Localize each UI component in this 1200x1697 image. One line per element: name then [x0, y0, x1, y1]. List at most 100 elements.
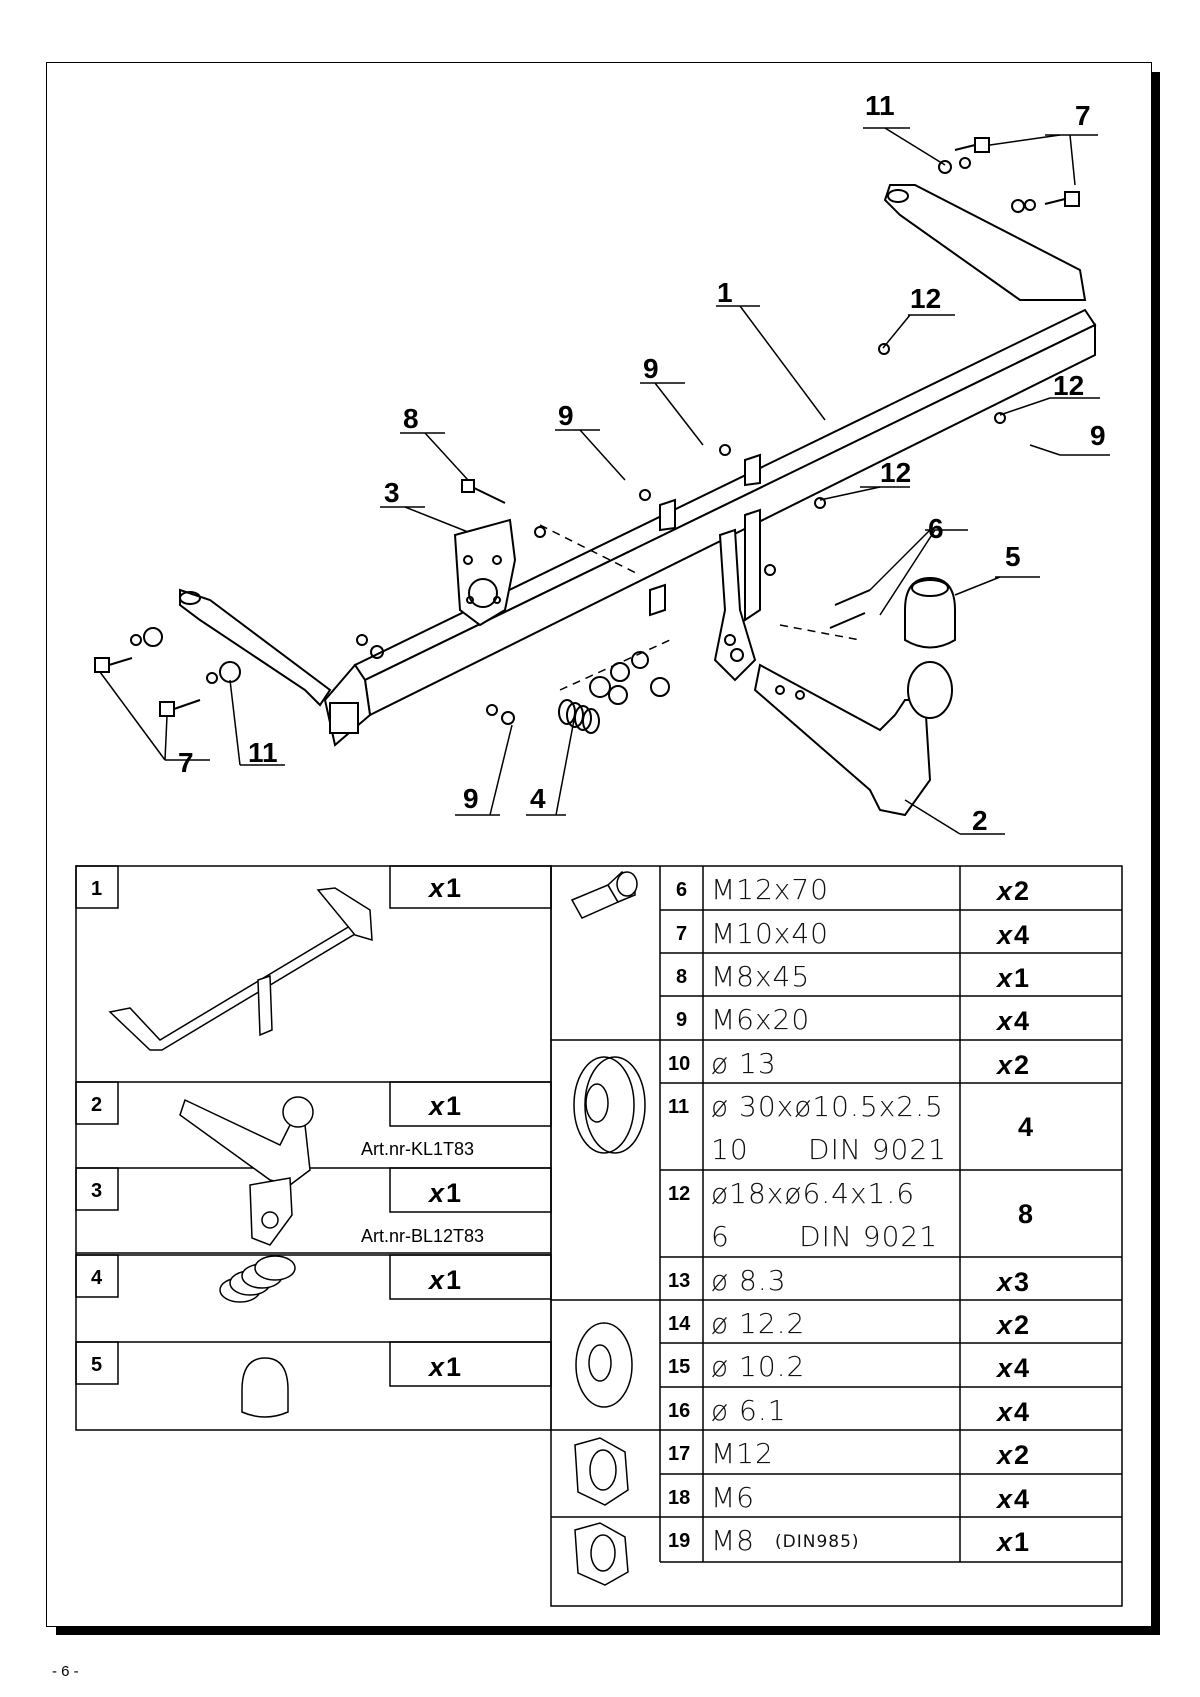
part-qty-prefix: x: [995, 1397, 1013, 1427]
part-qty: 4: [1018, 1112, 1033, 1142]
part-thumbnails-left: [108, 887, 373, 1418]
callout-labels: 11 7 1 12 9 12 8 9 3 9 12 6 5 7 11 9 4 2: [178, 90, 1106, 836]
callout-label: 2: [972, 805, 988, 836]
part-spec: ø 10.2: [711, 1350, 805, 1383]
part-number: 2: [91, 1094, 102, 1116]
part-spec: M12: [711, 1437, 774, 1470]
part-number: 9: [676, 1009, 687, 1031]
part-qty: 4: [1014, 920, 1029, 950]
callout-label: 5: [1005, 541, 1021, 572]
spring-thumbnail: [219, 1255, 296, 1303]
part-spec: M12x70: [711, 873, 829, 906]
part-spec: ø 8.3: [711, 1264, 787, 1297]
part-qty: 4: [1014, 1484, 1029, 1514]
callout-label: 12: [880, 457, 911, 488]
callout-label: 11: [248, 737, 278, 768]
part-number: 17: [668, 1443, 690, 1465]
flat-washer-icon: [573, 1056, 646, 1154]
exploded-diagram: [94, 127, 1110, 835]
bolt-icon: [570, 871, 638, 919]
part-qty-prefix: x: [995, 963, 1013, 993]
tow-ball-drawing: [753, 661, 953, 817]
spring-washer-icon: [575, 1322, 633, 1408]
plate-thumbnail: [249, 1177, 293, 1246]
part-spec-standard: 10 DIN 9021: [711, 1133, 947, 1166]
part-spec: ø 6.1: [711, 1394, 787, 1427]
leader-lines: [99, 127, 1110, 835]
part-number: 14: [668, 1313, 691, 1335]
part-spec-suffix: (DIN985): [775, 1532, 860, 1552]
callout-label: 1: [717, 277, 733, 308]
part-qty: 4: [1014, 1397, 1029, 1427]
bolts-drawing: [94, 137, 1080, 717]
part-number: 15: [668, 1356, 690, 1378]
part-number: 13: [668, 1270, 690, 1292]
part-qty-prefix: x: [995, 1006, 1013, 1036]
part-qty-prefix: x: [995, 1527, 1013, 1557]
part-spec: M10x40: [711, 917, 829, 950]
part-number: 11: [668, 1096, 689, 1118]
part-qty-prefix: x: [427, 1265, 445, 1295]
callout-label: 9: [643, 353, 659, 384]
hex-nut-icon: [574, 1437, 629, 1506]
crossbar-thumbnail: [108, 887, 373, 1051]
part-number: 16: [668, 1400, 690, 1422]
callout-label: 8: [403, 403, 419, 434]
spring-drawing: [558, 699, 600, 734]
frame-shadow-bottom: [56, 1627, 1160, 1635]
part-number: 7: [676, 923, 687, 945]
callout-label: 4: [530, 783, 546, 814]
crossbar-drawing: [179, 184, 1097, 747]
part-icons-right: [570, 871, 646, 1586]
callout-label: 9: [558, 400, 574, 431]
part-qty-prefix: x: [427, 1352, 445, 1382]
part-spec: ø 13: [711, 1047, 777, 1080]
callout-label: 9: [463, 783, 479, 814]
part-qty-prefix: x: [995, 920, 1013, 950]
callout-label: 12: [1053, 370, 1084, 401]
part-qty-prefix: x: [995, 1310, 1013, 1340]
part-qty-prefix: x: [427, 1178, 445, 1208]
part-spec: ø18xø6.4x1.6: [711, 1177, 915, 1210]
part-spec-standard: 6 DIN 9021: [711, 1220, 938, 1253]
callout-label: 12: [910, 283, 941, 314]
lock-nut-icon: [574, 1522, 629, 1586]
part-qty: 1: [446, 1178, 461, 1208]
frame-shadow-right: [1152, 72, 1160, 1635]
part-qty-prefix: x: [995, 1267, 1013, 1297]
part-spec: ø 12.2: [711, 1307, 805, 1340]
article-number: Art.nr-BL12T83: [361, 1226, 484, 1246]
part-number: 6: [676, 879, 687, 901]
part-qty: 2: [1014, 1050, 1029, 1080]
part-qty: 3: [1014, 1267, 1029, 1297]
part-spec: M8: [711, 1524, 755, 1557]
parts-right-text: 6 M12x70 x 2 7 M10x40 x 4 8 M8x45 x 1 9 …: [668, 873, 1033, 1557]
washers-drawing: [130, 157, 1036, 725]
part-qty: 2: [1014, 876, 1029, 906]
part-qty-prefix: x: [995, 1353, 1013, 1383]
part-number: 10: [668, 1053, 690, 1075]
part-qty-prefix: x: [995, 1050, 1013, 1080]
part-qty: 1: [446, 873, 461, 903]
part-qty: 4: [1014, 1006, 1029, 1036]
callout-label: 7: [178, 747, 194, 778]
part-qty-prefix: x: [427, 1091, 445, 1121]
part-qty-prefix: x: [995, 1440, 1013, 1470]
part-qty: 1: [1014, 1527, 1029, 1557]
parts-table: [75, 865, 1123, 1607]
part-qty: 1: [446, 1265, 461, 1295]
part-spec: M6: [711, 1481, 755, 1514]
page-number: - 6 -: [52, 1663, 79, 1680]
parts-left-text: 1 x 1 2 x 1 Art.nr-KL1T83 3 x 1 Art.nr-B…: [91, 873, 484, 1382]
part-qty: 2: [1014, 1440, 1029, 1470]
callout-label: 6: [928, 513, 944, 544]
part-qty-prefix: x: [995, 876, 1013, 906]
part-qty: 2: [1014, 1310, 1029, 1340]
part-qty-prefix: x: [995, 1484, 1013, 1514]
part-qty: 1: [446, 1352, 461, 1382]
part-spec: M8x45: [711, 960, 810, 993]
part-spec: ø 30xø10.5x2.5: [711, 1090, 944, 1123]
article-number: Art.nr-KL1T83: [361, 1139, 474, 1159]
part-qty: 1: [446, 1091, 461, 1121]
